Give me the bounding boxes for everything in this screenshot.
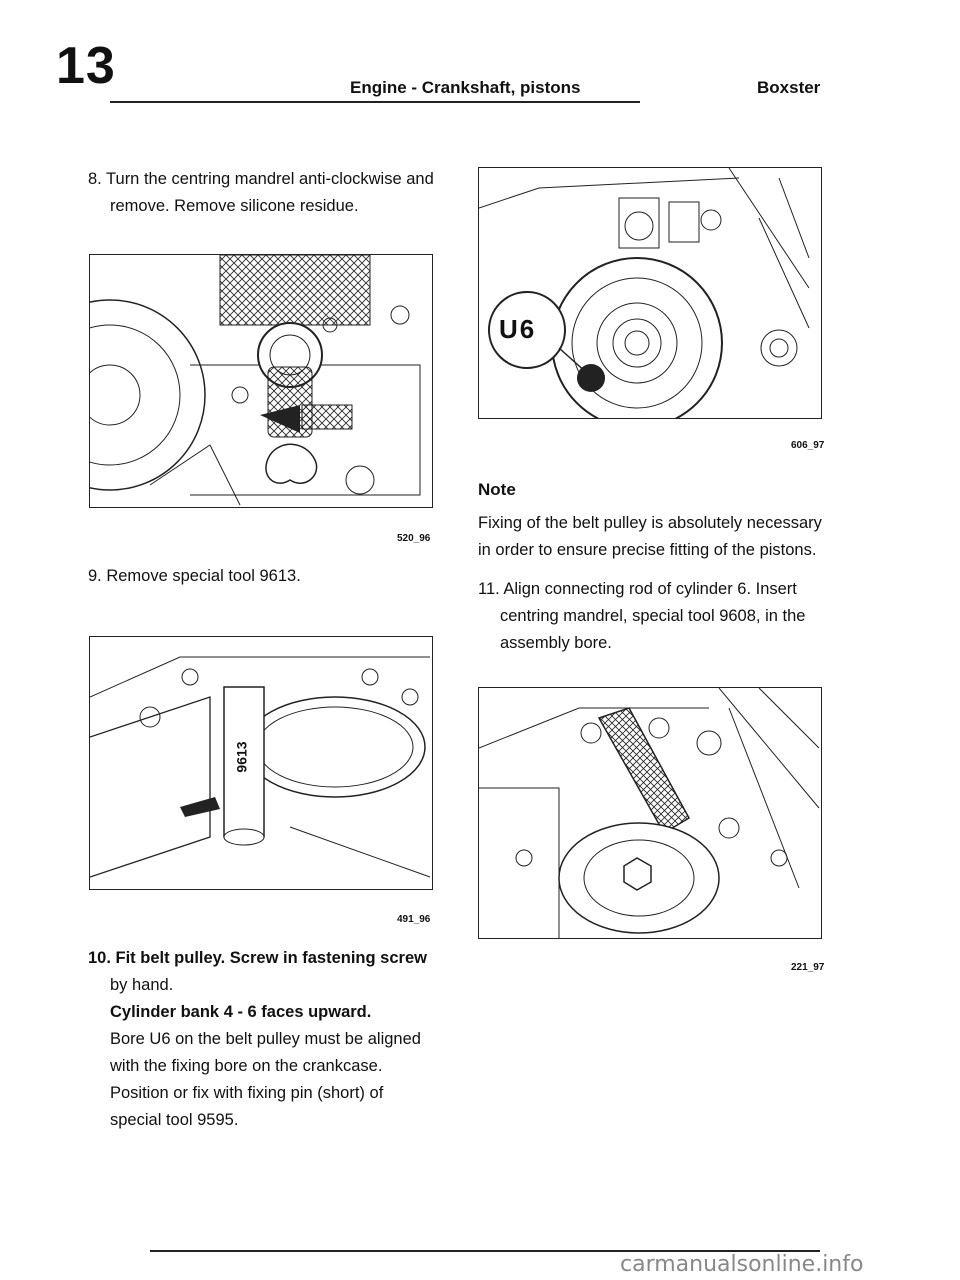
step-10-line-2: by hand. (110, 976, 174, 994)
note-line-2: in order to ensure precise fitting of th… (478, 541, 817, 559)
step-11-line-3: assembly bore. (500, 634, 612, 652)
step-10-line-5: with the fixing bore on the crankcase. (110, 1057, 383, 1075)
u6-label: U6 (499, 314, 537, 344)
figure-number-520-96: 520_96 (397, 533, 431, 544)
figure-606-97: U6 (478, 167, 822, 419)
step-11-line-1: 11. Align connecting rod of cylinder 6. … (478, 580, 797, 598)
page-title: Engine - Crankshaft, pistons (350, 78, 581, 97)
note-body: Fixing of the belt pulley is absolutely … (478, 510, 838, 564)
figure-number-606-97: 606_97 (791, 440, 825, 451)
watermark: carmanualsonline.info (620, 1252, 864, 1277)
figure-520-96 (89, 254, 433, 508)
step-10-line-4: Bore U6 on the belt pulley must be align… (110, 1030, 421, 1048)
note-line-1: Fixing of the belt pulley is absolutely … (478, 514, 822, 532)
step-8-line-2: remove. Remove silicone residue. (110, 197, 359, 215)
header-rule (110, 101, 640, 103)
step-10: 10. Fit belt pulley. Screw in fastening … (88, 945, 478, 1134)
step-11-line-2: centring mandrel, special tool 9608, in … (500, 607, 806, 625)
step-10-line-7: special tool 9595. (110, 1111, 239, 1129)
figure-number-491-96: 491_96 (397, 914, 431, 925)
step-10-line-1: 10. Fit belt pulley. Screw in fastening … (88, 949, 427, 967)
step-8-line-1: 8. Turn the centring mandrel anti-clockw… (88, 170, 434, 188)
figure-number-221-97: 221_97 (791, 962, 825, 973)
step-9: 9. Remove special tool 9613. (88, 567, 301, 585)
model-name: Boxster (757, 78, 821, 97)
footer-rule (150, 1250, 820, 1252)
figure-491-96: 9613 (89, 636, 433, 890)
step-11: 11. Align connecting rod of cylinder 6. … (478, 576, 848, 657)
step-8: 8. Turn the centring mandrel anti-clockw… (88, 166, 468, 220)
chapter-number: 13 (56, 37, 116, 95)
figure-221-97 (478, 687, 822, 939)
tool-9613-label: 9613 (233, 741, 250, 773)
step-10-line-6: Position or fix with fixing pin (short) … (110, 1084, 384, 1102)
step-10-line-3: Cylinder bank 4 - 6 faces upward. (110, 1003, 372, 1021)
note-title: Note (478, 480, 516, 499)
